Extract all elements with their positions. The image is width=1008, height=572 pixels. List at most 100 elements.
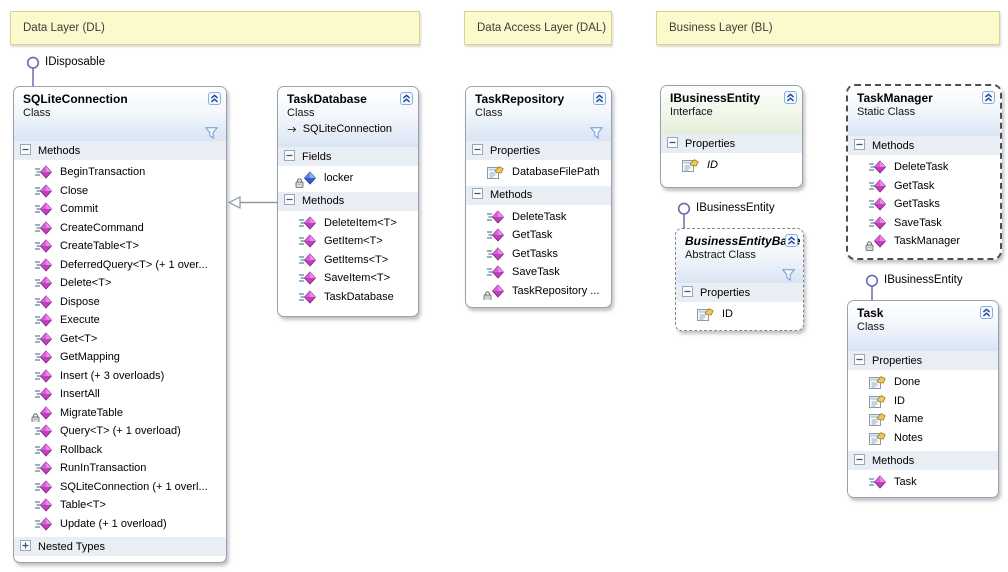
collapse-chevron-icon[interactable] [980, 306, 993, 319]
minus-box-icon[interactable] [854, 453, 865, 468]
member-row[interactable]: Notes [848, 429, 998, 448]
property-icon [487, 165, 504, 180]
inheritance-arrow[interactable] [228, 194, 277, 211]
member-row[interactable]: ID [661, 156, 802, 175]
class-box-taskdatabase[interactable]: TaskDatabase Class SQLiteConnection Fiel… [277, 86, 419, 317]
section-header-nested-types[interactable]: Nested Types [14, 537, 226, 556]
member-row[interactable]: Insert (+ 3 overloads) [14, 367, 226, 386]
class-header[interactable]: TaskDatabase Class SQLiteConnection [278, 87, 418, 147]
member-row[interactable]: TaskManager [848, 232, 1000, 251]
member-row[interactable]: Name [848, 410, 998, 429]
member-row[interactable]: SaveItem<T> [278, 269, 418, 288]
member-row[interactable]: CreateTable<T> [14, 237, 226, 256]
class-header[interactable]: TaskManager Static Class [848, 86, 1000, 136]
member-row[interactable]: DeleteItem<T> [278, 214, 418, 233]
member-row[interactable]: Execute [14, 311, 226, 330]
member-row[interactable]: GetMapping [14, 348, 226, 367]
member-row[interactable]: Update (+ 1 overload) [14, 515, 226, 534]
section-header-methods[interactable]: Methods [848, 451, 998, 470]
member-row[interactable]: SaveTask [466, 263, 611, 282]
member-row[interactable]: GetItem<T> [278, 232, 418, 251]
collapse-chevron-icon[interactable] [208, 92, 221, 105]
member-row[interactable]: Task [848, 473, 998, 492]
member-row[interactable]: ID [848, 392, 998, 411]
member-row[interactable]: Dispose [14, 293, 226, 312]
collapse-chevron-icon[interactable] [982, 91, 995, 104]
filter-icon[interactable] [781, 268, 796, 281]
minus-box-icon[interactable] [472, 188, 483, 202]
class-header[interactable]: BusinessEntityBase Abstract Class [676, 229, 803, 283]
minus-box-icon[interactable] [284, 149, 295, 164]
member-row[interactable]: Table<T> [14, 496, 226, 515]
section-header-methods[interactable]: Methods [848, 136, 1000, 155]
member-row[interactable]: SQLiteConnection (+ 1 overl... [14, 478, 226, 497]
member-row[interactable]: TaskRepository ... [466, 282, 611, 300]
member-row[interactable]: GetTasks [848, 195, 1000, 214]
class-title: BusinessEntityBase [685, 234, 801, 248]
collapse-chevron-icon[interactable] [593, 92, 606, 105]
member-row[interactable]: TaskDatabase [278, 288, 418, 307]
member-row[interactable]: CreateCommand [14, 219, 226, 238]
member-row[interactable]: GetTask [466, 226, 611, 245]
class-box-businessentitybase[interactable]: BusinessEntityBase Abstract Class Proper… [675, 228, 804, 331]
minus-box-icon[interactable] [854, 353, 865, 368]
class-box-taskmanager[interactable]: TaskManager Static Class Methods DeleteT… [846, 84, 1002, 260]
section-header-properties[interactable]: Properties [676, 283, 803, 302]
filter-icon[interactable] [589, 126, 604, 139]
section-header-properties[interactable]: Properties [661, 134, 802, 153]
interface-header[interactable]: IBusinessEntity Interface [661, 86, 802, 134]
class-header[interactable]: Task Class [848, 301, 998, 351]
section-header-methods[interactable]: Methods [466, 185, 611, 205]
layer-header-data-layer[interactable]: Data Layer (DL) [10, 11, 420, 45]
class-kind: Static Class [857, 106, 916, 118]
member-row[interactable]: Close [14, 182, 226, 201]
member-row[interactable]: DeleteTask [466, 208, 611, 227]
minus-box-icon[interactable] [472, 143, 483, 158]
member-row[interactable]: GetTasks [466, 245, 611, 264]
member-row[interactable]: SaveTask [848, 214, 1000, 233]
method-icon [35, 276, 52, 290]
member-row[interactable]: ID [676, 305, 803, 324]
layer-header-data-access-layer[interactable]: Data Access Layer (DAL) [464, 11, 612, 45]
member-row[interactable]: MigrateTable [14, 404, 226, 422]
section-header-methods[interactable]: Methods [278, 191, 418, 211]
filter-icon[interactable] [204, 126, 219, 139]
member-row[interactable]: DeleteTask [848, 158, 1000, 177]
plus-box-icon[interactable] [20, 539, 31, 554]
member-row[interactable]: Done [848, 373, 998, 392]
member-row[interactable]: Query<T> (+ 1 overload) [14, 422, 226, 441]
minus-box-icon[interactable] [682, 285, 693, 300]
class-box-task[interactable]: Task Class Properties Done [847, 300, 999, 498]
minus-box-icon[interactable] [667, 136, 678, 151]
member-row[interactable]: RunInTransaction [14, 459, 226, 478]
member-row[interactable]: GetTask [848, 177, 1000, 196]
member-row[interactable]: Get<T> [14, 330, 226, 349]
collapse-chevron-icon[interactable] [400, 92, 413, 105]
section-header-properties[interactable]: Properties [848, 351, 998, 370]
class-header[interactable]: TaskRepository Class [466, 87, 611, 141]
method-icon [35, 165, 52, 179]
member-row[interactable]: InsertAll [14, 385, 226, 404]
member-row[interactable]: DatabaseFilePath [466, 163, 611, 182]
section-header-properties[interactable]: Properties [466, 141, 611, 160]
minus-box-icon[interactable] [20, 143, 31, 158]
member-row[interactable]: locker [278, 169, 418, 188]
member-row[interactable]: Commit [14, 200, 226, 219]
layer-header-business-layer[interactable]: Business Layer (BL) [656, 11, 1000, 45]
minus-box-icon[interactable] [284, 194, 295, 208]
member-row[interactable]: Rollback [14, 441, 226, 460]
lock-icon [865, 241, 874, 251]
minus-box-icon[interactable] [854, 138, 865, 153]
member-row[interactable]: Delete<T> [14, 274, 226, 293]
member-row[interactable]: DeferredQuery<T> (+ 1 over... [14, 256, 226, 275]
interface-box-ibusinessentity[interactable]: IBusinessEntity Interface Properties ID [660, 85, 803, 188]
collapse-chevron-icon[interactable] [785, 234, 798, 247]
collapse-chevron-icon[interactable] [784, 91, 797, 104]
class-header[interactable]: SQLiteConnection Class [14, 87, 226, 141]
section-header-methods[interactable]: Methods [14, 141, 226, 160]
member-row[interactable]: GetItems<T> [278, 251, 418, 270]
section-header-fields[interactable]: Fields [278, 147, 418, 166]
class-box-sqliteconnection[interactable]: SQLiteConnection Class Methods BeginTran… [13, 86, 227, 563]
member-row[interactable]: BeginTransaction [14, 163, 226, 182]
class-box-taskrepository[interactable]: TaskRepository Class Properties Database… [465, 86, 612, 308]
